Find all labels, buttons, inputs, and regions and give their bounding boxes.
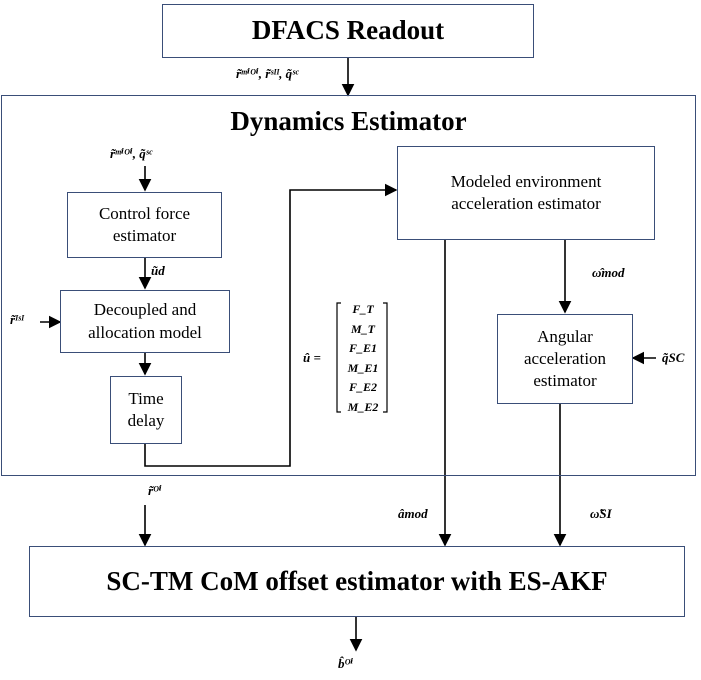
u-vector-entry: F_E2	[348, 380, 377, 395]
modeled-env-line-1: Modeled environment	[450, 171, 602, 191]
dynamics-estimator-container: Dynamics Estimator	[1, 95, 696, 476]
arrow-delay-to-modeled-env	[144, 183, 398, 467]
u-vector-entry: F_T	[352, 302, 374, 316]
decoupled-allocation-box: Decoupled and allocation model	[60, 290, 230, 353]
u-vector-entry: M_T	[351, 321, 375, 336]
readout-output-label: r̃ᵐⁱᴼⁱ, r̃ˢᴵᴵ, q̃ˢᶜ	[236, 66, 299, 81]
control-force-estimator-box: Control force estimator	[67, 192, 222, 258]
control-force-line-1: Control force	[98, 203, 191, 223]
dfacs-readout-box: DFACS Readout	[162, 4, 534, 58]
a-mod-label: âmod	[398, 506, 428, 521]
modeled-env-line-2: acceleration estimator	[451, 194, 601, 213]
angular-line-3: estimator	[533, 371, 597, 391]
u-vector-entry: M_E1	[347, 360, 379, 375]
angular-acceleration-box: Angular acceleration estimator	[497, 314, 633, 404]
r-bottom-label: r̃ᴼⁱ	[148, 483, 162, 498]
angular-line-2: acceleration	[523, 348, 607, 368]
modeled-environment-box: Modeled environment acceleration estimat…	[397, 146, 655, 240]
angular-line-1: Angular	[537, 326, 593, 346]
time-delay-line-1: Time	[128, 388, 164, 408]
u-d-label: ũd	[151, 263, 165, 278]
decoupled-line-2: allocation model	[88, 322, 202, 342]
offset-estimator-box: SC-TM CoM offset estimator with ES-AKF	[29, 546, 685, 617]
u-vector-left-bracket	[336, 302, 341, 413]
u-vector-entry: M_E2	[347, 399, 379, 414]
dfacs-readout-title: DFACS Readout	[251, 15, 445, 46]
time-delay-line-2: delay	[127, 411, 165, 430]
omega-mod-label: ω̂mod	[592, 265, 625, 280]
u-vector: F_T M_T F_E1 M_E1 F_E2 M_E2	[340, 303, 386, 413]
dynamics-estimator-title: Dynamics Estimator	[230, 106, 467, 136]
time-delay-box: Time delay	[110, 376, 182, 444]
q-sc-label: q̃SC	[662, 350, 685, 365]
b-output-label: b̂ᴼⁱ	[338, 656, 354, 671]
control-force-line-2: estimator	[112, 226, 177, 245]
u-vector-right-bracket	[383, 302, 388, 413]
omega-si-label: ω̃SI	[590, 506, 612, 521]
u-vector-entry: F_E1	[348, 341, 377, 356]
offset-estimator-title: SC-TM CoM offset estimator with ES-AKF	[106, 565, 608, 596]
r-si-label: r̃ᴵˢᴵ	[10, 312, 24, 327]
control-input-label: r̃ᵐⁱᴼⁱ, q̃ˢᶜ	[110, 146, 153, 161]
decoupled-line-1: Decoupled and	[93, 300, 197, 320]
u-hat-label: û =	[303, 350, 321, 365]
